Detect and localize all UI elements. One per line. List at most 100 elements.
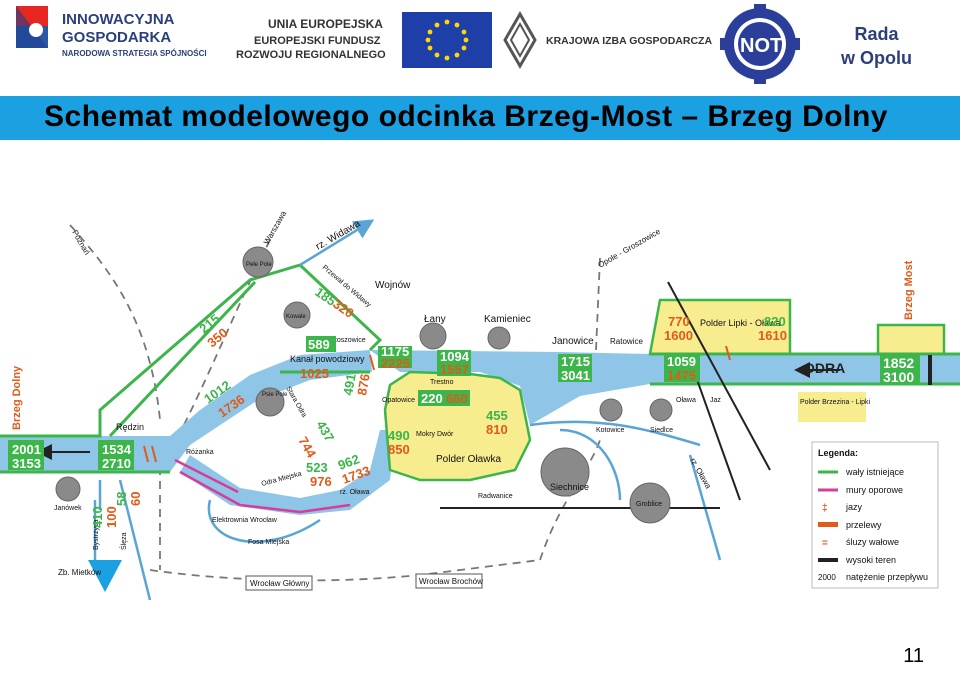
legend-item-1: mury oporowe [846,485,903,495]
flow-lipki2-1: 820 [764,314,786,329]
flow-sleza2: 60 [128,492,143,506]
label-wojnow: Wojnów [375,280,411,291]
flow-opatowice-1: 220 [421,391,443,406]
flow-redzin-1: 1534 [102,442,132,457]
flow-mokry-1: 490 [388,428,410,443]
legend: Legenda: wały istniejące mury oporowe ‡ … [811,441,939,589]
label-redzin: Rędzin [116,422,144,432]
label-wroclaw-brochow: Wrocław Brochów [419,577,483,586]
legend-title: Legenda: [818,448,858,458]
innowacyjna-gospodarka-logo: INNOWACYJNA GOSPODARKA NARODOWA STRATEGI… [16,6,207,58]
cities [55,246,673,524]
flow-sleza-1: 100 [104,506,119,528]
flow-odra-miejska-2: 976 [310,474,332,489]
label-wroclaw-glowny: Wrocław Główny [250,579,309,588]
logo2-line1: UNIA EUROPEJSKA [268,17,383,31]
logo2-line3: ROZWOJU REGIONALNEGO [236,49,386,61]
logo4-text: NOT [740,35,782,57]
rada-opole: Rada w Opolu [841,22,912,70]
flow-brzeg-dolny-1: 2001 [12,442,41,457]
city-pele-pole [242,246,274,278]
retaining-walls [174,458,351,514]
title-bar [0,96,960,140]
logo1-line3: NARODOWA STRATEGIA SPÓJNOŚCI [62,49,207,58]
label-opole: Opole - Groszowice [597,227,663,270]
city-psie-pole [255,387,285,417]
label-trestno: Trestno [430,379,454,386]
label-kamieniec: Kamieniec [484,314,531,325]
flow-brzeg-most-1: 1852 [883,355,914,371]
flow-sleza-2: 58 [114,492,129,506]
label-siechnice: Siechnice [550,482,589,492]
label-mokry-dwor: Mokry Dwór [416,431,454,438]
flow-brzeg-most-2: 3100 [883,369,914,385]
river-schema-diagram: Poznań Warszawa rz. Widawa Pełe Pole Prz… [0,209,960,601]
flow-boxes: 2001 3153 1534 2710 1175 2225 1094 1557 … [8,336,920,471]
label-janowek: Janówek [54,505,82,512]
label-brzeg-most: Brzeg Most [903,260,915,320]
dam-markers [143,345,731,463]
legend-sluice-icon: = [822,538,828,549]
city-siechnice [540,447,590,497]
flow-kanal-1: 589 [308,337,330,352]
flow-wojnow-1: 1175 [381,344,409,359]
label-kowale: Kowale [286,314,306,320]
legend-overflow-swatch [818,522,838,527]
label-stara-odra: Stara Odra [284,386,307,419]
page-number: 11 [903,645,924,667]
flow-odra-miejska-1: 523 [306,460,328,475]
flow-brzeg-dolny-2: 3153 [12,456,41,471]
label-odra-miejska: Odra Miejska [261,470,303,487]
label-widawa: rz. Widawa [314,218,363,252]
label-bartoszowice: Bartoszowice [324,337,366,344]
flow-polder-olawka-1: 455 [486,408,508,423]
flow-ratowice-1: 1059 [667,354,696,369]
polder-brzezina-box [798,392,866,422]
label-bystrzyca: Bystrzyca [93,520,100,550]
logo-strip: INNOWACYJNA GOSPODARKA NARODOWA STRATEGI… [0,0,960,92]
flow-lany-1: 1094 [440,349,470,364]
flow-lipki-1: 770 [668,314,690,329]
flow-rz-olawa-1: 962 [336,451,362,473]
flow-mokry-2: 850 [388,442,410,457]
flow-janowice-1: 1715 [561,354,590,369]
legend-item-3: przelewy [846,520,882,530]
legend-item-6: natężenie przepływu [846,572,928,582]
city-janowek [55,476,81,502]
label-opatowice: Opatowice [382,397,415,404]
label-sleza: Ślęza [119,532,128,550]
legend-item-4: śluzy wałowe [846,537,899,547]
flow-bartosz-1: 491 [340,373,359,397]
label-olawa: Oława [676,397,696,404]
city-kowale [283,301,311,329]
legend-weir-icon: ‡ [822,503,828,514]
label-polder-lipki: Polder Lipki - Oława [700,318,781,328]
flow-wojnow-2: 2225 [381,356,410,371]
flow-ratowice-2: 1475 [667,368,696,383]
page-title: Schemat modelowego odcinka Brzeg-Most – … [44,100,888,133]
label-zb-mietkow: Zb. Mietków [58,568,101,577]
flow-stara-2: 437 [313,418,337,444]
label-kanal: Kanał powodziowy [290,354,365,364]
label-fosa: Fosa Miejska [248,539,289,546]
logo1-line1: INNOWACYJNA [62,11,175,28]
label-poznan: Poznań [70,229,91,257]
legend-item-5: wysoki teren [845,555,896,565]
label-pele-pole: Pełe Pole [246,262,272,268]
flow-bystrzyca: 410 [90,506,105,528]
label-radwanice: Radwanice [478,493,513,500]
logo-strip-graphics: INNOWACYJNA GOSPODARKA NARODOWA STRATEGI… [16,4,800,84]
station-boxes: Wrocław Główny Wrocław Brochów [245,573,483,591]
rada-line2: w Opolu [841,48,912,68]
logo2-line2: EUROPEJSKI FUNDUSZ [254,35,381,47]
label-janowice: Janowice [552,336,594,347]
label-brzeg-dolny: Brzeg Dolny [11,365,23,430]
flow-polder-olawka-2: 810 [486,422,508,437]
flow-lany-2: 1557 [440,362,469,377]
flow-bartosz-2: 876 [354,373,373,397]
legend-sample-number: 2000 [818,573,836,582]
label-ratowice: Ratowice [610,337,643,346]
label-grobice: Groblice [636,501,662,508]
rada-line1: Rada [854,24,899,44]
label-polder-brzezina: Polder Brzezina - Lipki [800,399,870,406]
